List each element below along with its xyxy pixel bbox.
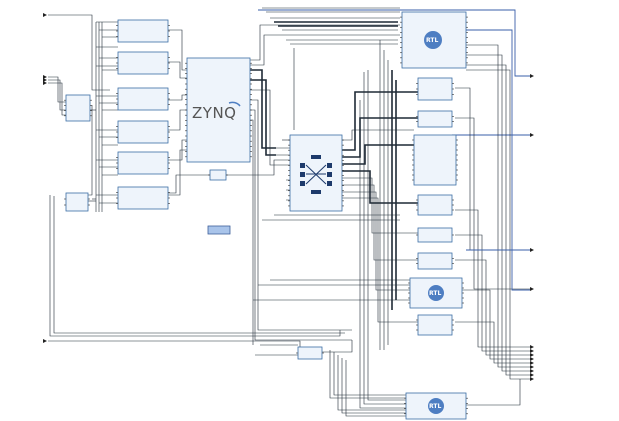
wire-layer xyxy=(48,7,530,417)
input-port-5[interactable] xyxy=(43,339,47,343)
ip-block-r4[interactable] xyxy=(417,194,453,216)
ip-block-5[interactable] xyxy=(117,151,169,175)
ip-block-r6[interactable] xyxy=(417,252,453,270)
rtl-mid-icon xyxy=(428,285,444,301)
ip-block-3[interactable] xyxy=(117,87,169,111)
output-port-5[interactable] xyxy=(530,345,534,349)
input-port-3[interactable] xyxy=(43,78,47,82)
rtl-mid-label: RTL xyxy=(429,290,441,297)
output-port-4[interactable] xyxy=(530,287,534,291)
ip-block-6[interactable] xyxy=(117,186,169,210)
rtl-module-mid[interactable]: RTL xyxy=(409,277,463,309)
reset-block[interactable] xyxy=(65,94,91,122)
input-port-1[interactable] xyxy=(43,13,47,17)
output-port-7[interactable] xyxy=(530,353,534,357)
rtl-module-top[interactable]: RTL xyxy=(401,11,467,69)
axi-interconnect[interactable] xyxy=(289,134,343,212)
constant-block[interactable] xyxy=(209,169,227,181)
output-port-9[interactable] xyxy=(530,361,534,365)
output-port-1[interactable] xyxy=(530,74,534,78)
output-port-3[interactable] xyxy=(530,248,534,252)
pin-stubs xyxy=(64,16,468,415)
rtl-top-label: RTL xyxy=(426,37,438,44)
output-port-10[interactable] xyxy=(530,365,534,369)
output-port-12[interactable] xyxy=(530,373,534,377)
rtl-module-bottom[interactable]: RTL xyxy=(405,392,467,420)
interconnect-crossbar-icon xyxy=(300,155,332,194)
ip-block-r1[interactable] xyxy=(417,77,453,101)
ip-block-r3[interactable] xyxy=(413,134,457,186)
rtl-bottom-icon xyxy=(428,398,444,414)
output-port-2[interactable] xyxy=(530,133,534,137)
ip-block-r5[interactable] xyxy=(417,227,453,243)
input-port-4[interactable] xyxy=(43,81,47,85)
left-ports xyxy=(43,13,47,343)
ip-block-1[interactable] xyxy=(117,19,169,43)
zynq-logo-swoosh xyxy=(228,101,241,107)
zynq-logo-text: ZYNQ xyxy=(192,104,236,122)
ip-block-r7[interactable] xyxy=(417,314,453,336)
output-port-11[interactable] xyxy=(530,369,534,373)
ip-block-2[interactable] xyxy=(117,51,169,75)
selected-ip-block[interactable] xyxy=(207,225,231,235)
ip-block-4[interactable] xyxy=(117,120,169,144)
right-ports xyxy=(530,74,534,381)
clock-block[interactable] xyxy=(65,192,89,212)
output-port-13[interactable] xyxy=(530,377,534,381)
small-ip-block[interactable] xyxy=(297,346,323,360)
ip-block-r2[interactable] xyxy=(417,110,453,128)
input-port-2[interactable] xyxy=(43,75,47,79)
output-port-6[interactable] xyxy=(530,349,534,353)
output-port-8[interactable] xyxy=(530,357,534,361)
rtl-top-icon xyxy=(424,31,442,49)
rtl-bottom-label: RTL xyxy=(429,403,441,410)
zynq-processing-system[interactable]: ZYNQ xyxy=(186,57,251,163)
